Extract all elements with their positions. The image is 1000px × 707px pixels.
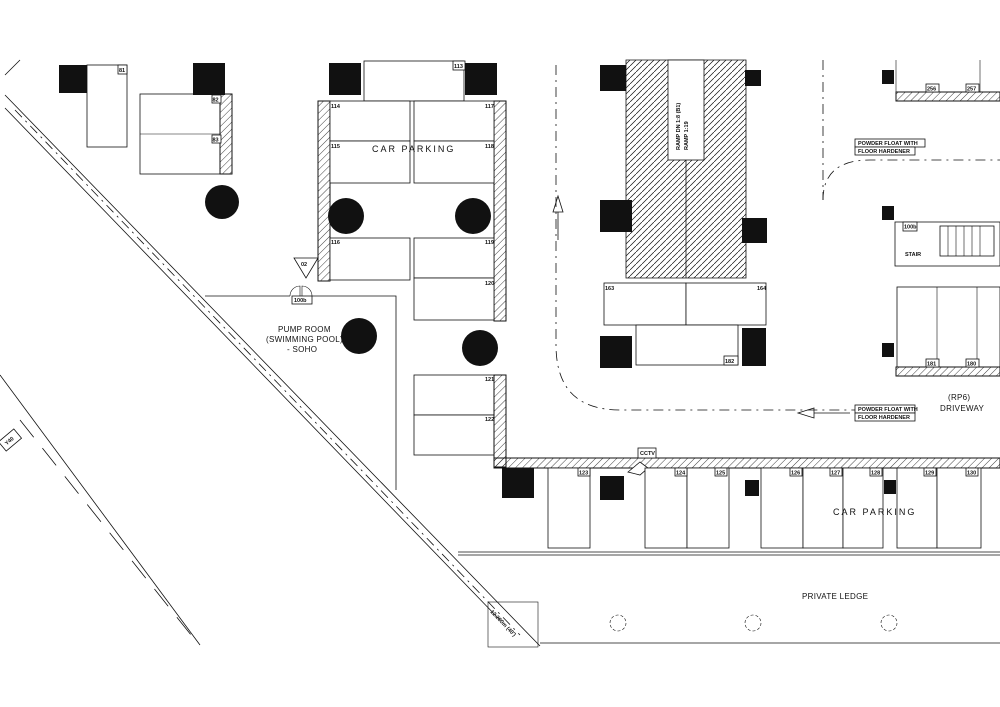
svg-text:100b: 100b — [294, 298, 307, 304]
private-ledge: PRIVATE LEDGE — [458, 551, 1000, 644]
svg-text:123: 123 — [579, 471, 588, 477]
side-tag: Y40 — [0, 428, 23, 452]
svg-text:12.200m (40'): 12.200m (40') — [489, 609, 517, 638]
mid-car-park: 121 122 — [413, 374, 507, 468]
svg-text:257: 257 — [967, 87, 976, 93]
svg-text:CCTV: CCTV — [640, 451, 655, 457]
svg-text:STAIR: STAIR — [905, 252, 921, 258]
svg-text:114: 114 — [331, 104, 341, 110]
svg-text:FLOOR HARDENER: FLOOR HARDENER — [858, 149, 910, 155]
svg-text:122: 122 — [485, 417, 494, 423]
private-ledge-label: PRIVATE LEDGE — [802, 592, 868, 601]
dimension-marker: 12.200m (40') — [487, 601, 539, 648]
lower-car-park: CCTV 123 124 125 126 127 128 129 130 CAR… — [493, 447, 1000, 549]
svg-text:127: 127 — [831, 471, 840, 477]
pump-room-label-2: (SWIMMING POOL) — [266, 335, 343, 344]
section-marker: 02 — [293, 257, 319, 279]
driveway-label: DRIVEWAY — [940, 404, 985, 413]
svg-text:119: 119 — [485, 240, 494, 246]
svg-text:126: 126 — [791, 471, 800, 477]
svg-text:164: 164 — [757, 286, 767, 292]
svg-text:256: 256 — [927, 87, 936, 93]
svg-text:82: 82 — [213, 98, 219, 104]
svg-text:FLOOR HARDENER: FLOOR HARDENER — [858, 415, 910, 421]
svg-text:117: 117 — [485, 104, 494, 110]
svg-text:POWDER FLOAT WITH: POWDER FLOAT WITH — [858, 141, 918, 147]
svg-text:129: 129 — [925, 471, 934, 477]
svg-text:163: 163 — [605, 286, 614, 292]
car-parking-label-lower: CAR PARKING — [833, 507, 916, 517]
svg-text:180: 180 — [967, 362, 976, 368]
svg-text:121: 121 — [485, 377, 494, 383]
svg-text:128: 128 — [871, 471, 880, 477]
svg-text:Y40: Y40 — [4, 436, 15, 447]
svg-text:120: 120 — [485, 281, 494, 287]
svg-text:124: 124 — [676, 471, 686, 477]
svg-text:POWDER FLOAT WITH: POWDER FLOAT WITH — [858, 407, 918, 413]
driveway-arrows — [552, 194, 850, 419]
svg-text:100b: 100b — [904, 225, 917, 231]
pump-room-label-3: - SOHO — [287, 345, 317, 354]
svg-text:182: 182 — [725, 359, 734, 365]
pump-room: 100b PUMP ROOM (SWIMMING POOL) - SOHO — [205, 285, 397, 490]
ramp: RAMP DN 1:8 (B1) RAMP 1:19 163 164 182 — [600, 59, 767, 368]
car-parking-label-upper: CAR PARKING — [372, 144, 455, 154]
svg-text:RAMP DN 1:8 (B1): RAMP DN 1:8 (B1) — [676, 103, 682, 150]
right-block: 256 257 POWDER FLOAT WITH FLOOR HARDENER… — [854, 60, 1000, 422]
driveway-edges — [555, 60, 1000, 411]
rp6-label: (RP6) — [948, 393, 970, 402]
svg-text:118: 118 — [485, 144, 494, 150]
svg-text:115: 115 — [331, 144, 340, 150]
upper-car-park: 113 114 115 116 117 118 119 120 CAR PARK… — [317, 60, 507, 322]
svg-text:113: 113 — [454, 64, 463, 70]
svg-text:181: 181 — [927, 362, 936, 368]
svg-text:81: 81 — [119, 68, 125, 74]
svg-text:116: 116 — [331, 240, 340, 246]
pump-room-label-1: PUMP ROOM — [278, 325, 331, 334]
round-pillars — [205, 185, 498, 366]
upper-left-block: 81 82 83 — [59, 63, 233, 175]
svg-text:02: 02 — [301, 262, 307, 268]
svg-text:RAMP 1:19: RAMP 1:19 — [684, 121, 690, 150]
site-boundary — [0, 59, 541, 647]
svg-text:130: 130 — [967, 471, 976, 477]
svg-text:125: 125 — [716, 471, 725, 477]
svg-text:83: 83 — [213, 138, 219, 144]
